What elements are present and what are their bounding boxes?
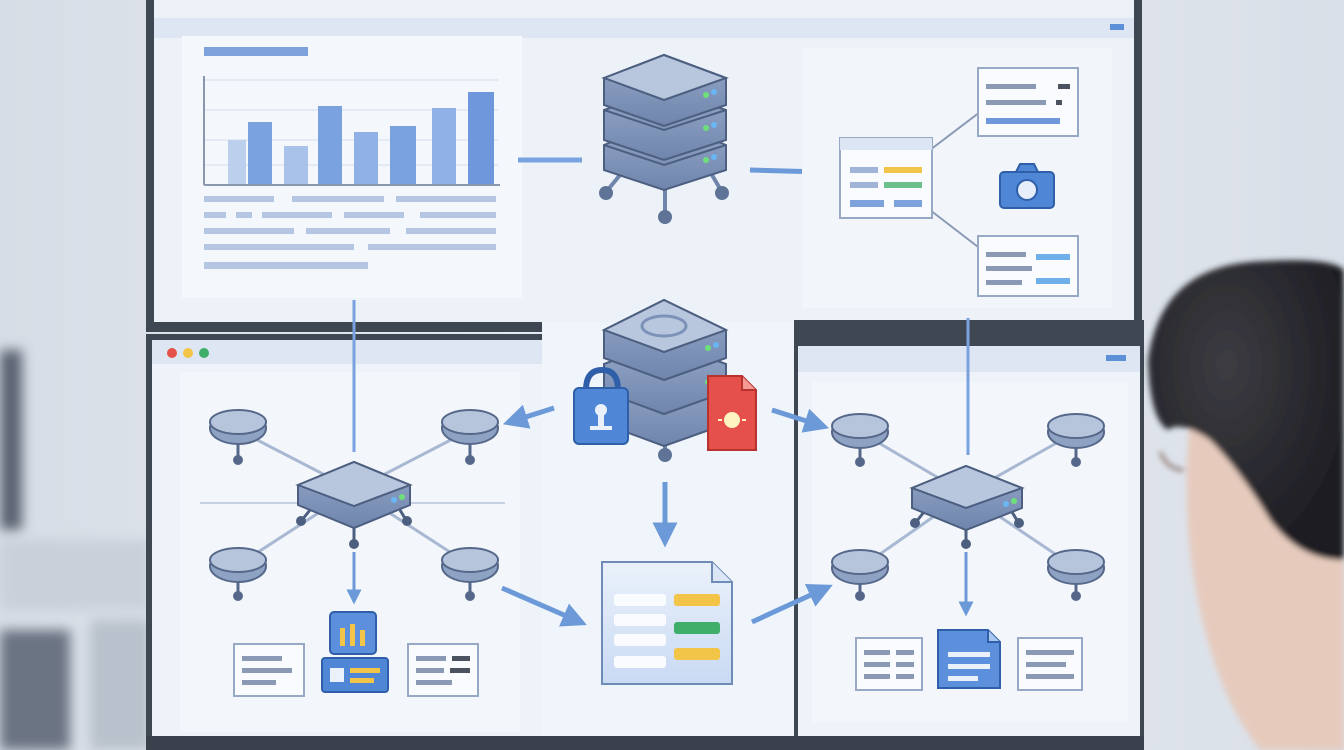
document-icon <box>707 375 757 451</box>
person-foreground <box>1148 260 1344 750</box>
node-icon <box>209 547 267 601</box>
blurred-office-left <box>0 350 150 750</box>
window-zoom-dot <box>199 348 209 358</box>
window-minimize-dot <box>183 348 193 358</box>
top-monitor <box>146 0 1142 332</box>
node-icon <box>831 413 889 467</box>
node-icon <box>441 547 499 601</box>
document-icon <box>937 629 1001 689</box>
window-close-dot <box>167 348 177 358</box>
router-icon <box>295 460 413 549</box>
node-icon <box>1047 413 1105 467</box>
small-card-left-2 <box>407 643 479 697</box>
network-right <box>831 413 1105 691</box>
router-icon <box>909 464 1025 549</box>
bar-chart-icon <box>321 611 389 693</box>
flow-arrow <box>502 404 555 429</box>
document-icon <box>601 561 733 685</box>
small-card-left <box>233 643 305 697</box>
flow-arrow <box>771 407 830 433</box>
small-card-right <box>855 637 923 691</box>
server-stack-icon <box>599 53 729 224</box>
flow-arrow <box>750 583 833 625</box>
monitor-bezel-bottom <box>146 736 1144 750</box>
bar-chart-icon <box>228 92 494 184</box>
small-card-right-2 <box>1017 637 1083 691</box>
node-icon <box>209 409 267 465</box>
node-icon <box>441 409 499 465</box>
flow-arrow <box>501 585 587 627</box>
lock-icon <box>573 366 629 445</box>
node-icon <box>831 549 889 601</box>
top-right-cards <box>802 48 1112 308</box>
node-icon <box>1047 549 1105 601</box>
network-left <box>209 409 499 697</box>
camera-icon <box>999 163 1055 209</box>
bar-chart-panel <box>182 36 522 298</box>
